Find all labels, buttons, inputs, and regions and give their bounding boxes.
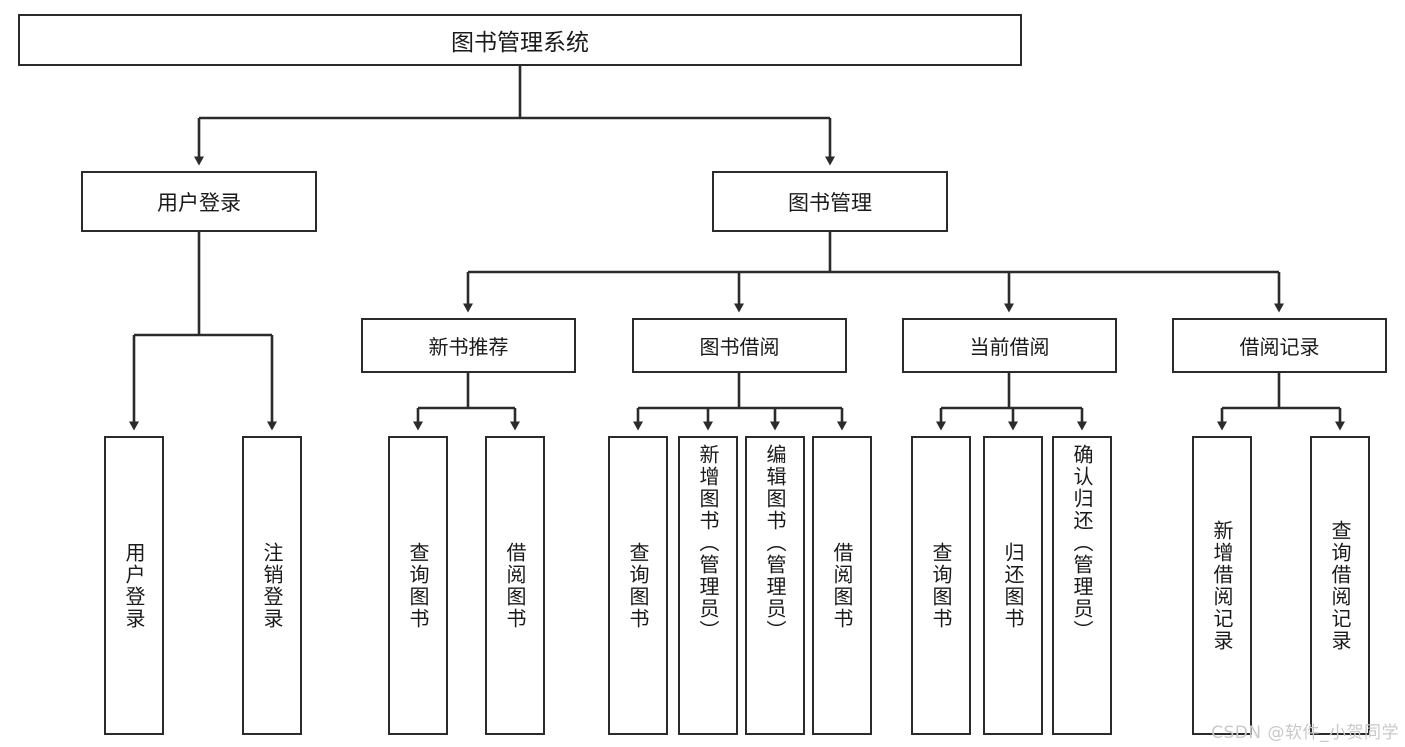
node-book-borrow[interactable]: 图书借阅 [632, 318, 847, 373]
node-query-book-current-label: 查询图书 [929, 541, 953, 630]
node-book-borrow-label: 图书借阅 [699, 335, 780, 359]
node-add-borrow-record-label: 新增借阅记录 [1210, 519, 1234, 652]
node-user-login[interactable]: 用户登录 [81, 171, 317, 232]
node-user-login-label: 用户登录 [157, 190, 241, 215]
connector-borrowrecord-to-leaves [1217, 373, 1345, 431]
node-borrow-book-rec-label: 借阅图书 [503, 541, 527, 630]
connector-bookmanage-to-level3 [463, 232, 1284, 313]
node-edit-book-admin[interactable]: 编辑图书（管理员） [745, 436, 805, 735]
node-edit-book-admin-label: 编辑图书（管理员） [763, 444, 787, 642]
node-borrow-record[interactable]: 借阅记录 [1172, 318, 1387, 373]
node-borrow-book-label: 借阅图书 [830, 541, 854, 630]
node-borrow-book[interactable]: 借阅图书 [812, 436, 872, 735]
node-new-book-recommend[interactable]: 新书推荐 [361, 318, 576, 373]
node-add-borrow-record[interactable]: 新增借阅记录 [1192, 436, 1252, 735]
node-query-book-current[interactable]: 查询图书 [911, 436, 971, 735]
node-add-book-admin[interactable]: 新增图书（管理员） [678, 436, 738, 735]
node-query-borrow-record-label: 查询借阅记录 [1328, 519, 1352, 652]
node-query-book-borrow-label: 查询图书 [626, 541, 650, 630]
node-confirm-return-admin-label: 确认归还（管理员） [1070, 444, 1094, 642]
watermark: CSDN @软件_小贺同学 [1211, 723, 1399, 743]
node-query-book-rec[interactable]: 查询图书 [388, 436, 448, 735]
node-borrow-record-label: 借阅记录 [1239, 335, 1320, 359]
node-borrow-book-rec[interactable]: 借阅图书 [485, 436, 545, 735]
node-logout-leaf[interactable]: 注销登录 [242, 436, 302, 735]
node-add-book-admin-label: 新增图书（管理员） [696, 444, 720, 642]
node-query-book-rec-label: 查询图书 [406, 541, 430, 630]
node-query-borrow-record[interactable]: 查询借阅记录 [1310, 436, 1370, 735]
node-book-manage-label: 图书管理 [788, 190, 872, 215]
node-user-login-leaf[interactable]: 用户登录 [104, 436, 164, 735]
node-return-book-label: 归还图书 [1001, 541, 1025, 630]
connector-bookborrow-to-leaves [633, 373, 847, 431]
node-user-login-leaf-label: 用户登录 [122, 541, 146, 630]
node-root[interactable]: 图书管理系统 [18, 14, 1022, 66]
connector-root-to-level2 [194, 66, 835, 166]
node-confirm-return-admin[interactable]: 确认归还（管理员） [1052, 436, 1112, 735]
connector-currentborrow-to-leaves [936, 373, 1087, 431]
node-return-book[interactable]: 归还图书 [983, 436, 1043, 735]
node-root-label: 图书管理系统 [451, 30, 589, 56]
node-logout-leaf-label: 注销登录 [260, 541, 284, 630]
node-new-book-recommend-label: 新书推荐 [428, 335, 509, 359]
node-book-manage[interactable]: 图书管理 [712, 171, 948, 232]
node-current-borrow[interactable]: 当前借阅 [902, 318, 1117, 373]
connector-userlogin-to-leaves [129, 232, 277, 431]
node-query-book-borrow[interactable]: 查询图书 [608, 436, 668, 735]
connector-newbook-to-leaves [413, 373, 520, 431]
node-current-borrow-label: 当前借阅 [969, 335, 1050, 359]
